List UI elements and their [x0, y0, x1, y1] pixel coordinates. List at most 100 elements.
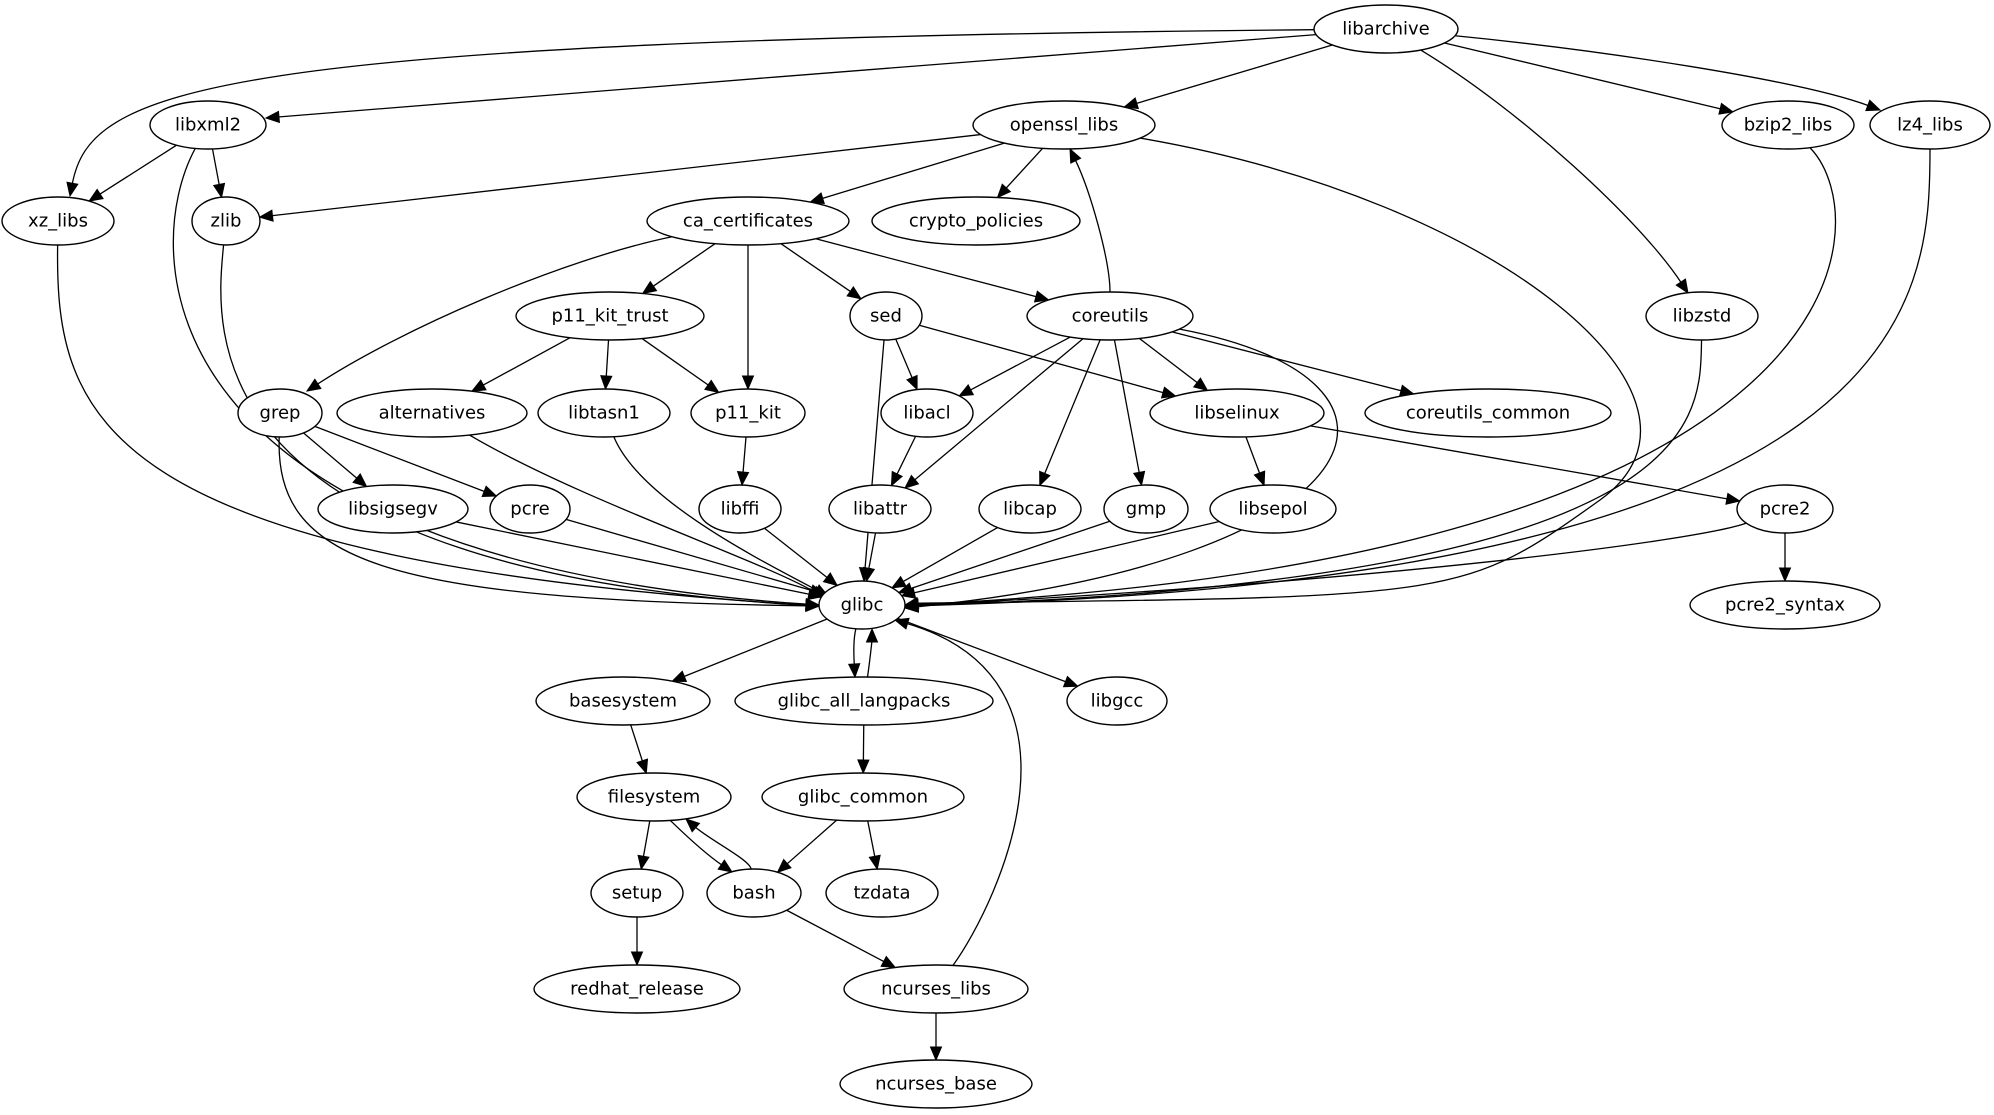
node-libselinux[interactable]: libselinux	[1149, 388, 1325, 438]
node-ellipse	[317, 484, 469, 534]
node-label: glibc_all_langpacks	[778, 691, 951, 712]
node-libacl[interactable]: libacl	[880, 388, 974, 438]
edge-filesystem-to-bash	[669, 819, 734, 873]
arrowhead-icon	[809, 584, 826, 597]
arrowhead-icon	[900, 586, 917, 599]
node-tzdata[interactable]: tzdata	[825, 868, 939, 918]
arrowhead-icon	[212, 182, 226, 199]
edge-glibc_all_langpacks-to-glibc	[865, 627, 879, 678]
arrowhead-icon	[66, 181, 79, 198]
node-zlib[interactable]: zlib	[191, 196, 261, 246]
node-libtasn1[interactable]: libtasn1	[537, 388, 671, 438]
node-coreutils[interactable]: coreutils	[1026, 291, 1194, 341]
node-glibc_common[interactable]: glibc_common	[761, 772, 965, 822]
arrowhead-icon	[929, 1046, 943, 1062]
edge-line	[172, 148, 808, 605]
edge-grep-to-pcre	[314, 425, 498, 498]
node-basesystem[interactable]: basesystem	[535, 676, 711, 726]
node-label: ncurses_base	[875, 1074, 997, 1095]
node-grep[interactable]: grep	[237, 388, 323, 438]
node-pcre2_syntax[interactable]: pcre2_syntax	[1689, 580, 1881, 630]
node-ncurses_base[interactable]: ncurses_base	[839, 1059, 1033, 1109]
edge-line	[1005, 147, 1044, 190]
node-bash[interactable]: bash	[706, 868, 802, 918]
node-libgcc[interactable]: libgcc	[1066, 676, 1168, 726]
node-libattr[interactable]: libattr	[828, 484, 932, 534]
arrowhead-icon	[776, 858, 792, 874]
edge-line	[821, 142, 1005, 200]
node-libarchive[interactable]: libarchive	[1313, 4, 1459, 54]
edge-coreutils-to-libcap	[1039, 339, 1101, 487]
node-libsepol[interactable]: libsepol	[1209, 484, 1337, 534]
node-pcre2[interactable]: pcre2	[1736, 484, 1834, 534]
node-filesystem[interactable]: filesystem	[576, 772, 732, 822]
node-xz_libs[interactable]: xz_libs	[1, 196, 115, 246]
node-libcap[interactable]: libcap	[978, 484, 1082, 534]
node-ellipse	[1149, 388, 1325, 438]
edge-line	[1135, 44, 1333, 105]
edge-line	[641, 338, 710, 387]
node-bzip2_libs[interactable]: bzip2_libs	[1721, 100, 1855, 150]
node-label: pcre2	[1760, 499, 1811, 520]
edge-libselinux-to-pcre2	[1310, 425, 1741, 505]
node-libzstd[interactable]: libzstd	[1645, 291, 1759, 341]
edge-glibc-to-libgcc	[897, 617, 1079, 688]
node-ca_certificates[interactable]: ca_certificates	[646, 196, 850, 246]
node-ellipse	[1689, 580, 1881, 630]
node-crypto_policies[interactable]: crypto_policies	[871, 196, 1081, 246]
node-label: libsepol	[1238, 499, 1307, 520]
node-lz4_libs[interactable]: lz4_libs	[1869, 100, 1991, 150]
node-libxml2[interactable]: libxml2	[149, 100, 267, 150]
edge-coreutils-to-glibc	[903, 328, 1339, 613]
node-ellipse	[843, 964, 1029, 1014]
node-label: libarchive	[1342, 19, 1430, 40]
node-p11_kit[interactable]: p11_kit	[690, 388, 806, 438]
node-label: basesystem	[569, 691, 677, 712]
arrowhead-icon	[903, 474, 920, 489]
node-sed[interactable]: sed	[849, 291, 923, 341]
edge-line	[780, 243, 852, 293]
node-gmp[interactable]: gmp	[1103, 484, 1189, 534]
edge-line	[277, 33, 1317, 118]
node-ncurses_libs[interactable]: ncurses_libs	[843, 964, 1029, 1014]
node-openssl_libs[interactable]: openssl_libs	[972, 100, 1156, 150]
node-ellipse	[828, 484, 932, 534]
node-label: bash	[732, 883, 775, 904]
arrowhead-icon	[847, 663, 861, 679]
node-libsigsegv[interactable]: libsigsegv	[317, 484, 469, 534]
edge-line	[652, 243, 716, 288]
node-alternatives[interactable]: alternatives	[336, 388, 528, 438]
node-redhat_release[interactable]: redhat_release	[533, 964, 741, 1014]
node-setup[interactable]: setup	[590, 868, 684, 918]
arrowhead-icon	[1132, 470, 1146, 487]
arrowhead-icon	[258, 209, 274, 222]
arrowhead-icon	[1192, 377, 1209, 392]
edge-openssl_libs-to-ca_certificates	[808, 142, 1005, 205]
edge-line	[902, 526, 998, 583]
edge-line	[906, 622, 1022, 966]
node-glibc_all_langpacks[interactable]: glibc_all_langpacks	[734, 676, 994, 726]
node-ellipse	[698, 484, 782, 534]
edge-line	[482, 337, 571, 387]
node-p11_kit_trust[interactable]: p11_kit_trust	[515, 291, 705, 341]
arrowhead-icon	[685, 818, 701, 833]
node-label: libtasn1	[568, 403, 640, 424]
edge-line	[853, 628, 857, 666]
node-pcre[interactable]: pcre	[489, 484, 571, 534]
node-libffi[interactable]: libffi	[698, 484, 782, 534]
node-label: gmp	[1126, 499, 1166, 520]
edge-glibc_all_langpacks-to-glibc_common	[857, 724, 870, 775]
node-ellipse	[1869, 100, 1991, 150]
edge-setup-to-redhat_release	[630, 917, 644, 967]
node-coreutils_common[interactable]: coreutils_common	[1364, 388, 1612, 438]
node-label: pcre	[510, 499, 549, 520]
node-ellipse	[978, 484, 1082, 534]
arrowhead-icon	[1160, 386, 1177, 399]
node-glibc[interactable]: glibc	[818, 580, 906, 630]
edge-line	[683, 618, 828, 678]
node-label: ca_certificates	[683, 211, 813, 232]
edge-sed-to-libacl	[895, 338, 918, 391]
edge-line	[815, 238, 1038, 298]
arrowhead-icon	[305, 378, 322, 392]
node-label: redhat_release	[570, 979, 704, 1000]
